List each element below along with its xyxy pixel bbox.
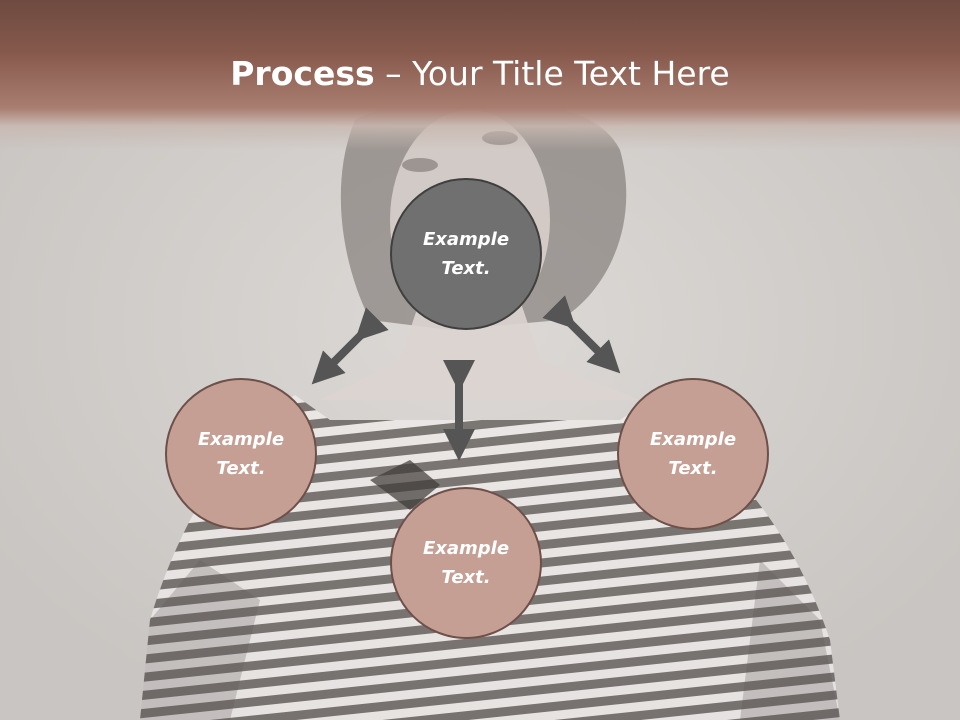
- node-left: Example Text.: [165, 378, 317, 530]
- node-top: Example Text.: [390, 178, 542, 330]
- node-right-line1: Example: [649, 429, 737, 450]
- node-top-line1: Example: [422, 229, 510, 250]
- node-left-line1: Example: [197, 429, 285, 450]
- node-bottom-line2: Text.: [441, 567, 491, 588]
- node-bottom: Example Text.: [390, 487, 542, 639]
- node-bottom-line1: Example: [422, 538, 510, 559]
- title-bold: Process: [230, 54, 375, 93]
- title-rest: – Your Title Text Here: [374, 54, 730, 93]
- arrow-top-left: [311, 307, 389, 385]
- node-right-line2: Text.: [668, 458, 718, 479]
- node-right: Example Text.: [617, 378, 769, 530]
- title-band: [0, 0, 960, 150]
- node-left-line2: Text.: [216, 458, 266, 479]
- slide-title: Process – Your Title Text Here: [0, 52, 960, 96]
- arrow-top-right: [542, 295, 621, 374]
- node-top-line2: Text.: [441, 258, 491, 279]
